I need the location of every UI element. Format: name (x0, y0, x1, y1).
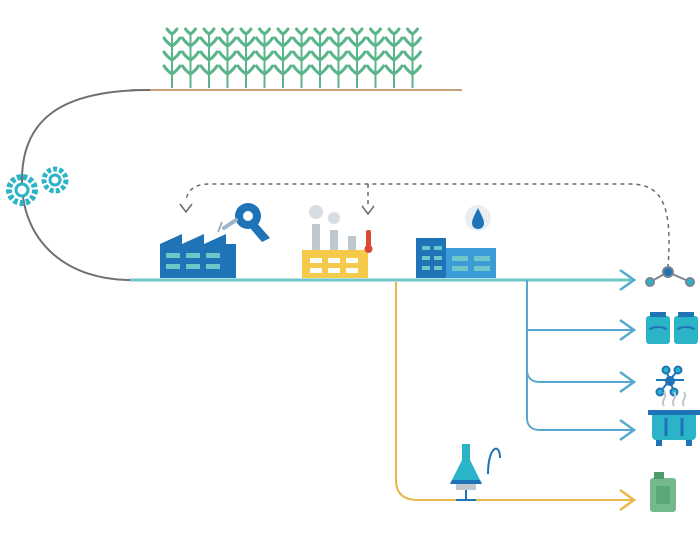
crops-icon (162, 27, 422, 88)
chemical-plant-icon (302, 205, 368, 278)
tank-icon (648, 391, 700, 446)
arrow-head-molecule (619, 370, 637, 394)
jerrycan-icon (650, 472, 676, 512)
dashed-arrow-head-2 (361, 205, 375, 216)
factory-icon (160, 234, 236, 278)
crop-plant (347, 27, 367, 88)
containers-icon (646, 312, 698, 344)
crop-plant (310, 27, 330, 88)
water-drop-icon (465, 205, 491, 231)
arrow-head-tank (619, 418, 637, 442)
main-arrow-head (619, 268, 637, 292)
crop-plant (329, 27, 348, 88)
thermometer-icon (364, 230, 373, 253)
crop-plant (403, 27, 422, 88)
gears-icon (6, 166, 69, 206)
hair-dryer-icon (217, 203, 270, 242)
crop-plant (292, 27, 311, 88)
blue-branch-lines (526, 280, 632, 431)
molecule-icon (655, 365, 684, 397)
crop-plant (236, 27, 256, 88)
molecule-chain-icon (645, 266, 695, 287)
dashed-arrow-head-1 (179, 203, 193, 214)
arrow-head-containers (619, 318, 637, 342)
dashed-feedback-line (185, 183, 670, 269)
recycle-curve (20, 89, 151, 281)
arrow-head-jerrycan (619, 488, 637, 512)
crop-plant (384, 27, 404, 88)
yellow-branch-line (395, 282, 632, 501)
crop-plant (273, 27, 293, 88)
crop-plant (162, 27, 182, 88)
crop-plant (255, 27, 274, 88)
crop-plant (199, 27, 219, 88)
flask-icon (450, 444, 501, 501)
crop-plant (181, 27, 200, 88)
water-treatment-icon (416, 238, 496, 278)
crop-plant (218, 27, 237, 88)
crop-plant (366, 27, 385, 88)
